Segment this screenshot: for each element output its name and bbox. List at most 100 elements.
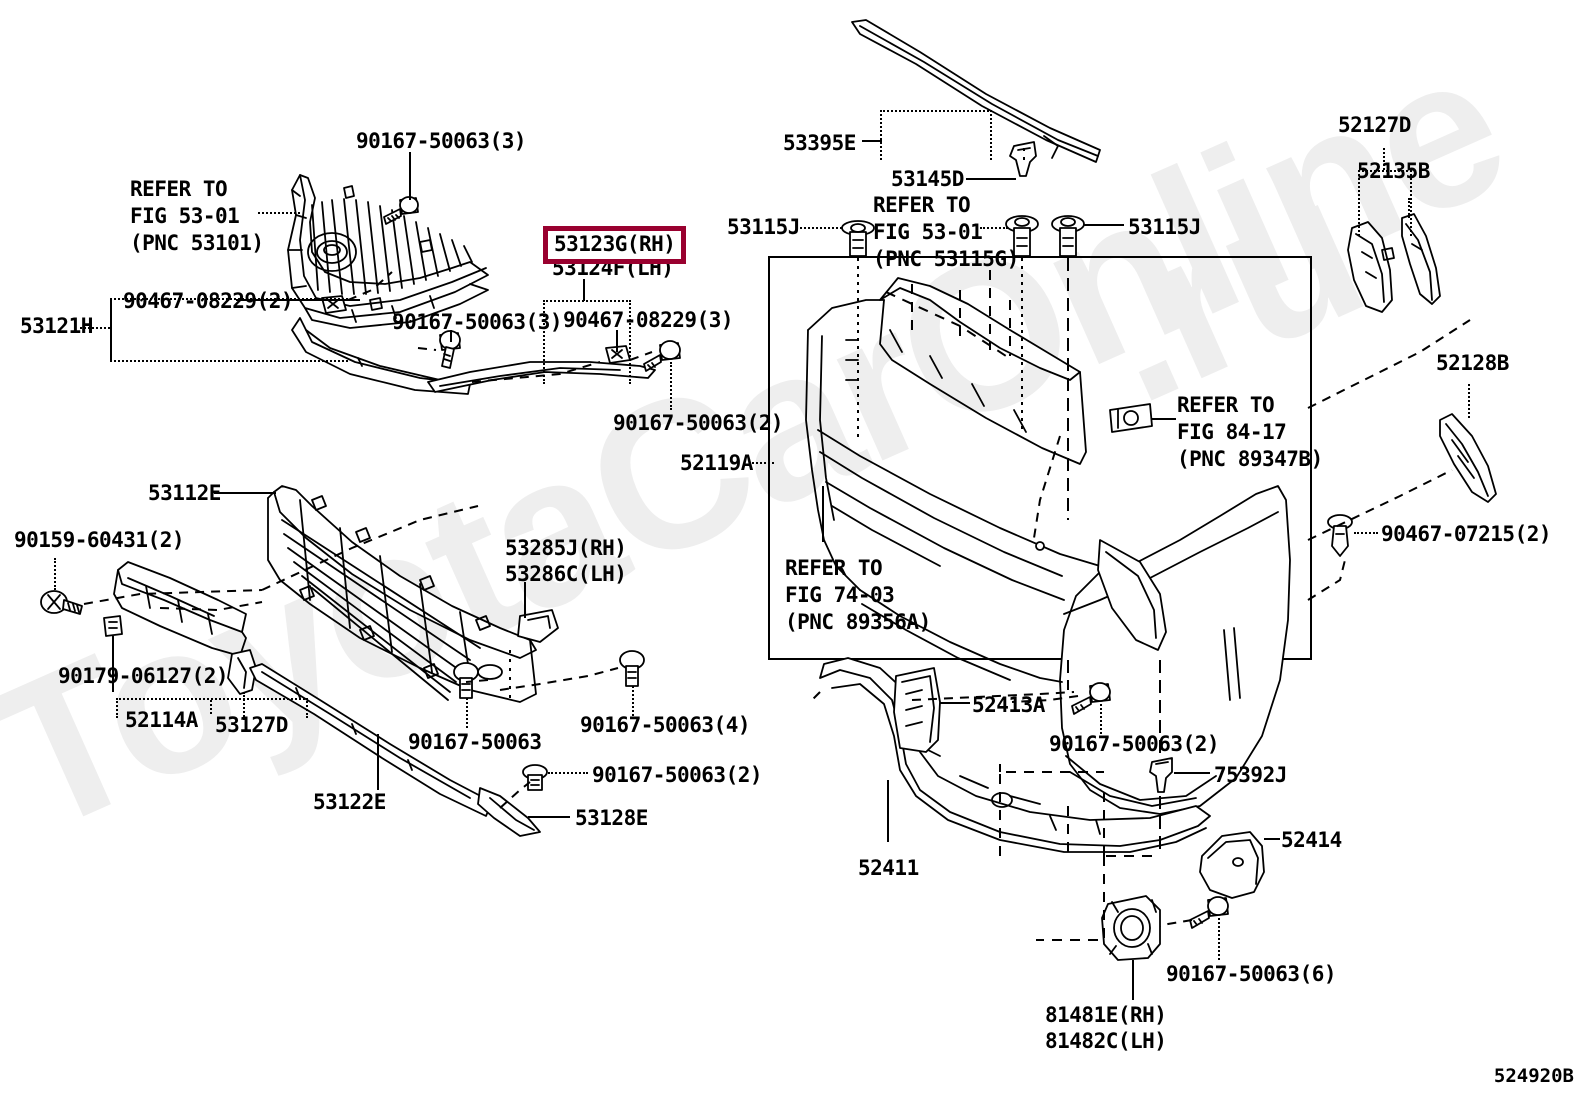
label-90159-60431-2: 90159-60431(2) <box>14 528 185 552</box>
label-90167-50063-2-center: 90167-50063(2) <box>613 411 784 435</box>
part-art-53128e <box>477 787 541 837</box>
leader-53128e <box>528 816 570 818</box>
leader-90467-07215 <box>1354 532 1378 534</box>
part-art-52413a <box>893 667 941 753</box>
bracket-52127d <box>1358 170 1412 236</box>
label-53145D: 53145D <box>891 167 964 191</box>
label-53115J-left: 53115J <box>727 215 800 239</box>
part-art-clip-4 <box>1009 141 1037 177</box>
part-art-clip-7 <box>1051 215 1085 257</box>
leader-52135b <box>1408 198 1410 218</box>
label-52127D: 52127D <box>1338 113 1411 137</box>
leader-53145d <box>966 178 1016 180</box>
leader-90167-2-bottom <box>1100 704 1102 734</box>
label-90167-50063-6: 90167-50063(6) <box>1166 962 1337 986</box>
leader-90167-4 <box>632 686 634 716</box>
part-art-bolt-1 <box>383 196 419 225</box>
label-53121H: 53121H <box>20 314 93 338</box>
leader-53121h <box>80 327 110 329</box>
leader-52114a <box>210 700 212 714</box>
leader-refer-7403 <box>822 486 824 542</box>
leader-53395e <box>862 140 882 142</box>
leader-52128b <box>1468 384 1470 418</box>
part-art-52414 <box>1199 831 1265 899</box>
label-53112E: 53112E <box>148 481 221 505</box>
label-53285J: 53285J(RH) <box>505 536 627 560</box>
label-75392J: 75392J <box>1214 763 1287 787</box>
bracket-53121h <box>110 298 348 362</box>
label-52414: 52414 <box>1281 828 1342 852</box>
leader-refer-53115g <box>980 227 1008 229</box>
label-52114A: 52114A <box>125 708 198 732</box>
part-art-bolt-8 <box>1189 896 1229 929</box>
label-53286C: 53286C(LH) <box>505 562 627 586</box>
label-53122E: 53122E <box>313 790 386 814</box>
part-art-bolt-5 <box>522 764 548 791</box>
label-90167-50063-4: 90167-50063(4) <box>580 713 751 737</box>
leader-53122e <box>377 734 379 790</box>
label-81482C: 81482C(LH) <box>1045 1029 1167 1053</box>
part-art-52128b <box>1439 413 1497 503</box>
leader-90179 <box>112 636 114 692</box>
part-art-52114a <box>113 561 247 657</box>
leader-52411 <box>887 780 889 842</box>
label-90167-50063-2-bottom: 90167-50063(2) <box>1049 732 1220 756</box>
leader-90167-grille <box>466 698 468 728</box>
label-90167-50063-2-53128e: 90167-50063(2) <box>592 763 763 787</box>
part-art-bolt-9 <box>1071 682 1111 715</box>
leader-53127d <box>243 692 245 720</box>
label-refer-fig-74-03: REFER TO FIG 74-03 (PNC 89356A) <box>785 556 931 634</box>
part-art-53127d <box>227 649 257 695</box>
label-90467-07215-2: 90467-07215(2) <box>1381 522 1552 546</box>
label-52128B: 52128B <box>1436 351 1509 375</box>
label-52413A: 52413A <box>972 693 1045 717</box>
part-art-bolt-6 <box>453 662 479 699</box>
leader-52119a <box>752 462 774 464</box>
bracket-53395e <box>880 110 992 160</box>
label-90467-08229-2: 90467-08229(2) <box>123 289 294 313</box>
label-52119A: 52119A <box>680 451 753 475</box>
figure-id: 524920B <box>1493 1065 1574 1087</box>
part-art-bolt-2 <box>643 340 681 372</box>
label-90179-06127-2: 90179-06127(2) <box>58 664 229 688</box>
label-53115J-right: 53115J <box>1128 215 1201 239</box>
leader-53115j-left <box>800 227 842 229</box>
leader-75392j <box>1174 772 1210 774</box>
leader-52413a <box>940 702 970 704</box>
part-art-clip-3 <box>103 615 123 637</box>
leader-refer-8417 <box>1152 418 1176 420</box>
highlighted-part-number[interactable]: 53123G(RH) <box>543 226 687 265</box>
leader-90467-08229-3 <box>616 330 618 352</box>
leader-bolt-top <box>409 152 411 200</box>
part-art-bolt-7 <box>619 650 645 687</box>
label-refer-fig-84-17: REFER TO FIG 84-17 (PNC 89347B) <box>1177 393 1323 471</box>
part-art-clip-5 <box>841 220 875 257</box>
leader-refer-53101 <box>258 212 300 214</box>
label-90467-08229-3: 90467-08229(3) <box>563 308 734 332</box>
leader-53112e <box>214 492 276 494</box>
leader-53123g <box>583 279 585 301</box>
label-53127D: 53127D <box>215 713 288 737</box>
part-art-bolt-4 <box>40 590 83 615</box>
label-53395E: 53395E <box>783 131 856 155</box>
leader-53115j-right <box>1084 224 1124 226</box>
label-90167-50063-3-mid: 90167-50063(3) <box>392 310 563 334</box>
part-art-81481e <box>1101 895 1161 961</box>
label-81481E: 81481E(RH) <box>1045 1003 1167 1027</box>
label-90167-50063: 90167-50063 <box>408 730 542 754</box>
leader-90167-6 <box>1218 918 1220 960</box>
leader-90167-2-53128e <box>548 772 588 774</box>
part-art-clip-8 <box>1327 514 1353 557</box>
label-refer-fig-53-01: REFER TO FIG 53-01 (PNC 53101) <box>130 177 264 255</box>
leader-52414 <box>1264 838 1280 840</box>
label-52135B: 52135B <box>1357 159 1430 183</box>
label-52411: 52411 <box>858 856 919 880</box>
leader-90167-2-center <box>670 362 672 410</box>
leader-90159 <box>54 558 56 590</box>
label-refer-fig-53-01-b: REFER TO FIG 53-01 (PNC 53115G) <box>873 193 1019 271</box>
part-art-53112e <box>267 485 537 703</box>
leader-52127d <box>1383 148 1385 170</box>
label-53128E: 53128E <box>575 806 648 830</box>
part-art-clip-9 <box>1149 757 1173 793</box>
